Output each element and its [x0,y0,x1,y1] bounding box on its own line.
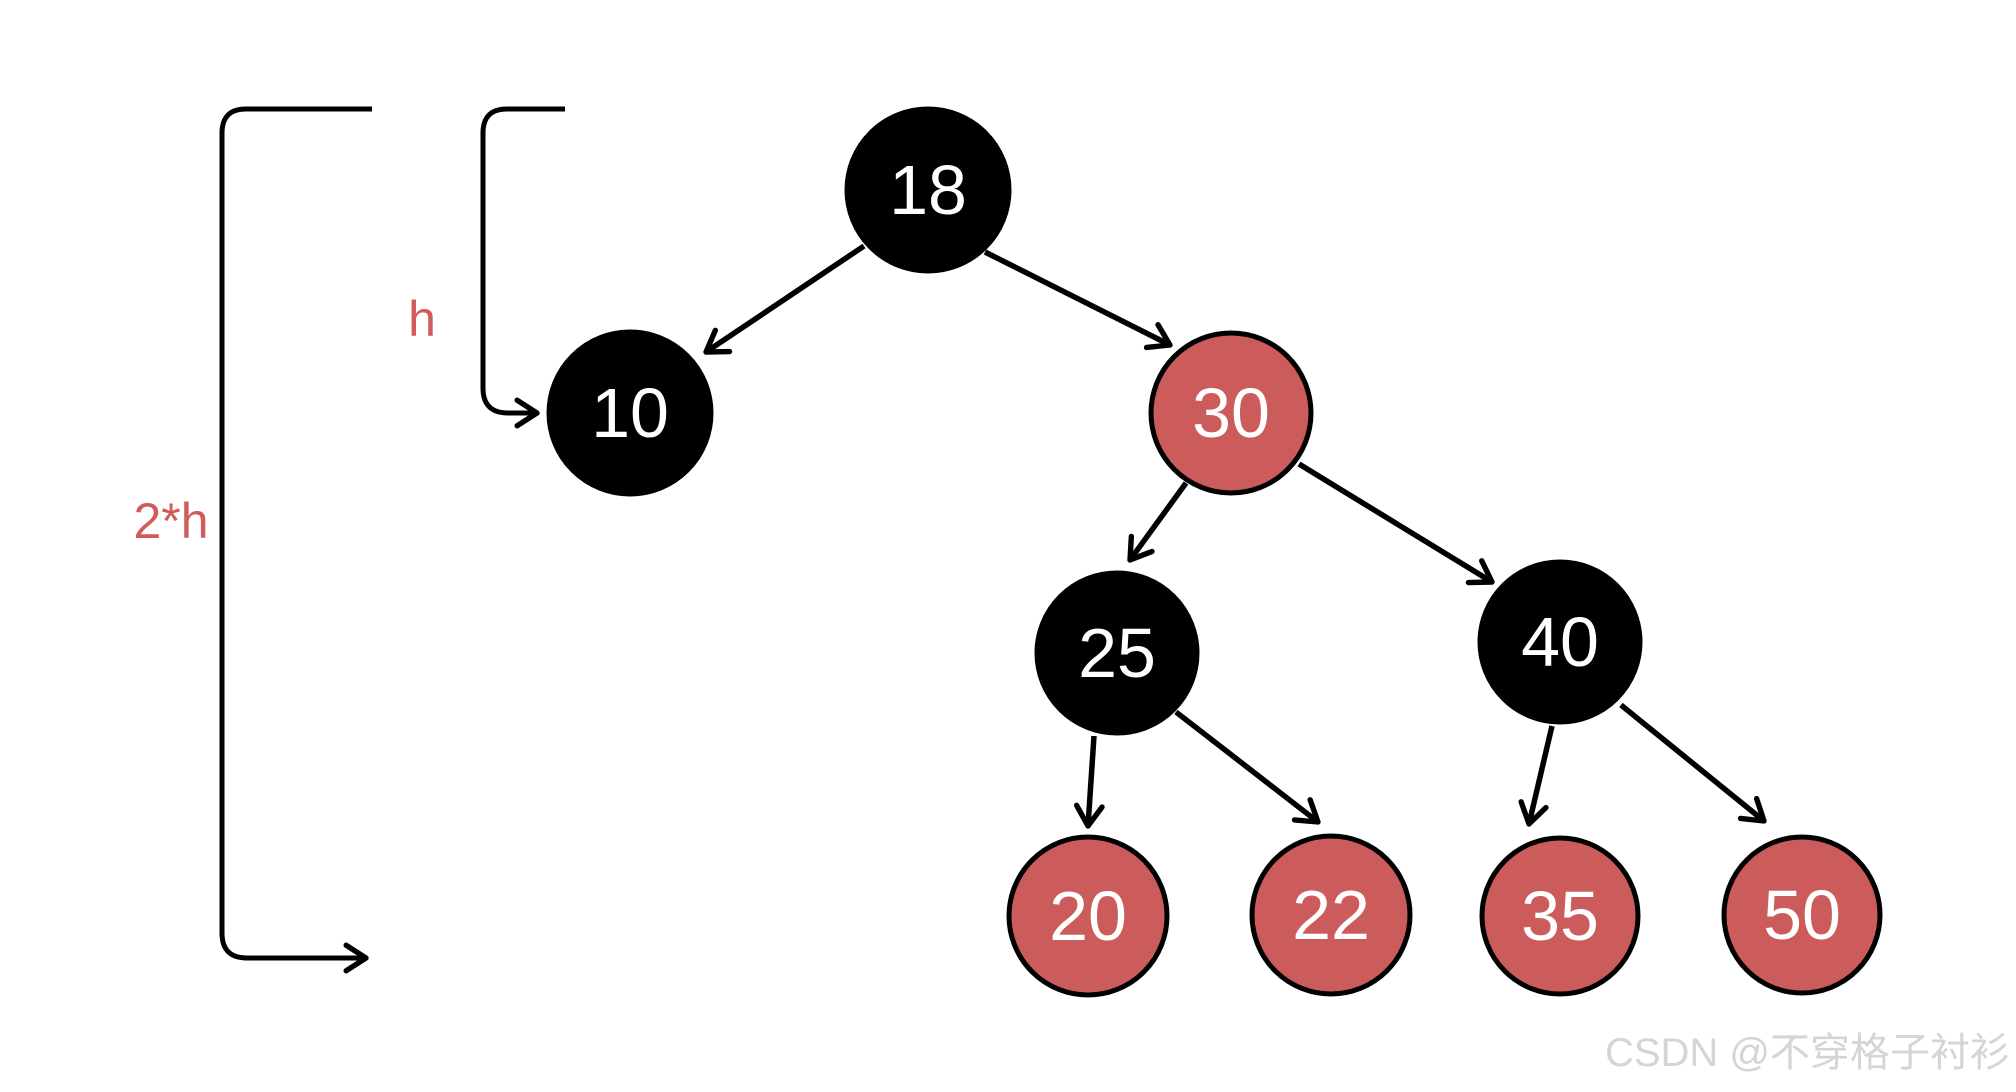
node-value: 18 [889,151,967,229]
node-value: 40 [1521,603,1599,681]
node-circle [1034,570,1200,736]
tree-node-40: 40 [1477,559,1643,725]
node-circle [1249,833,1413,997]
node-circle [1477,559,1643,725]
height-annotations: h 2*h [133,106,565,974]
label-2h: 2*h [133,493,208,549]
node-value: 50 [1763,876,1841,954]
node-circle [1479,835,1641,997]
tree-nodes: 18 10 30 25 40 20 22 35 [546,106,1883,998]
edge-30-25 [1127,481,1189,563]
node-circle [1721,834,1883,996]
node-circle [1006,834,1170,998]
edge-40-35 [1518,725,1555,827]
node-value: 20 [1049,877,1127,955]
node-circle [1148,330,1314,496]
tree-node-10: 10 [546,329,714,497]
bracket-2h [219,106,372,974]
tree-node-22: 22 [1249,833,1413,997]
node-circle [844,106,1012,274]
tree-node-18: 18 [844,106,1012,274]
edge-18-30 [983,249,1173,351]
node-value: 25 [1078,614,1156,692]
node-value: 22 [1292,876,1370,954]
tree-node-50: 50 [1721,834,1883,996]
tree-node-25: 25 [1034,570,1200,736]
edge-18-10 [703,243,866,355]
watermark: CSDN @不穿格子衬衫 [1605,1031,2010,1075]
tree-edges [703,243,1767,829]
edge-25-20 [1073,735,1105,829]
edge-30-40 [1297,461,1495,586]
node-value: 30 [1192,374,1270,452]
tree-node-35: 35 [1479,835,1641,997]
tree-node-30: 30 [1148,330,1314,496]
edge-25-22 [1174,709,1321,825]
node-value: 35 [1521,877,1599,955]
edge-40-50 [1619,702,1767,824]
label-h: h [408,291,436,347]
node-value: 10 [591,374,669,452]
tree-node-20: 20 [1006,834,1170,998]
node-circle [546,329,714,497]
bracket-h [480,106,565,429]
